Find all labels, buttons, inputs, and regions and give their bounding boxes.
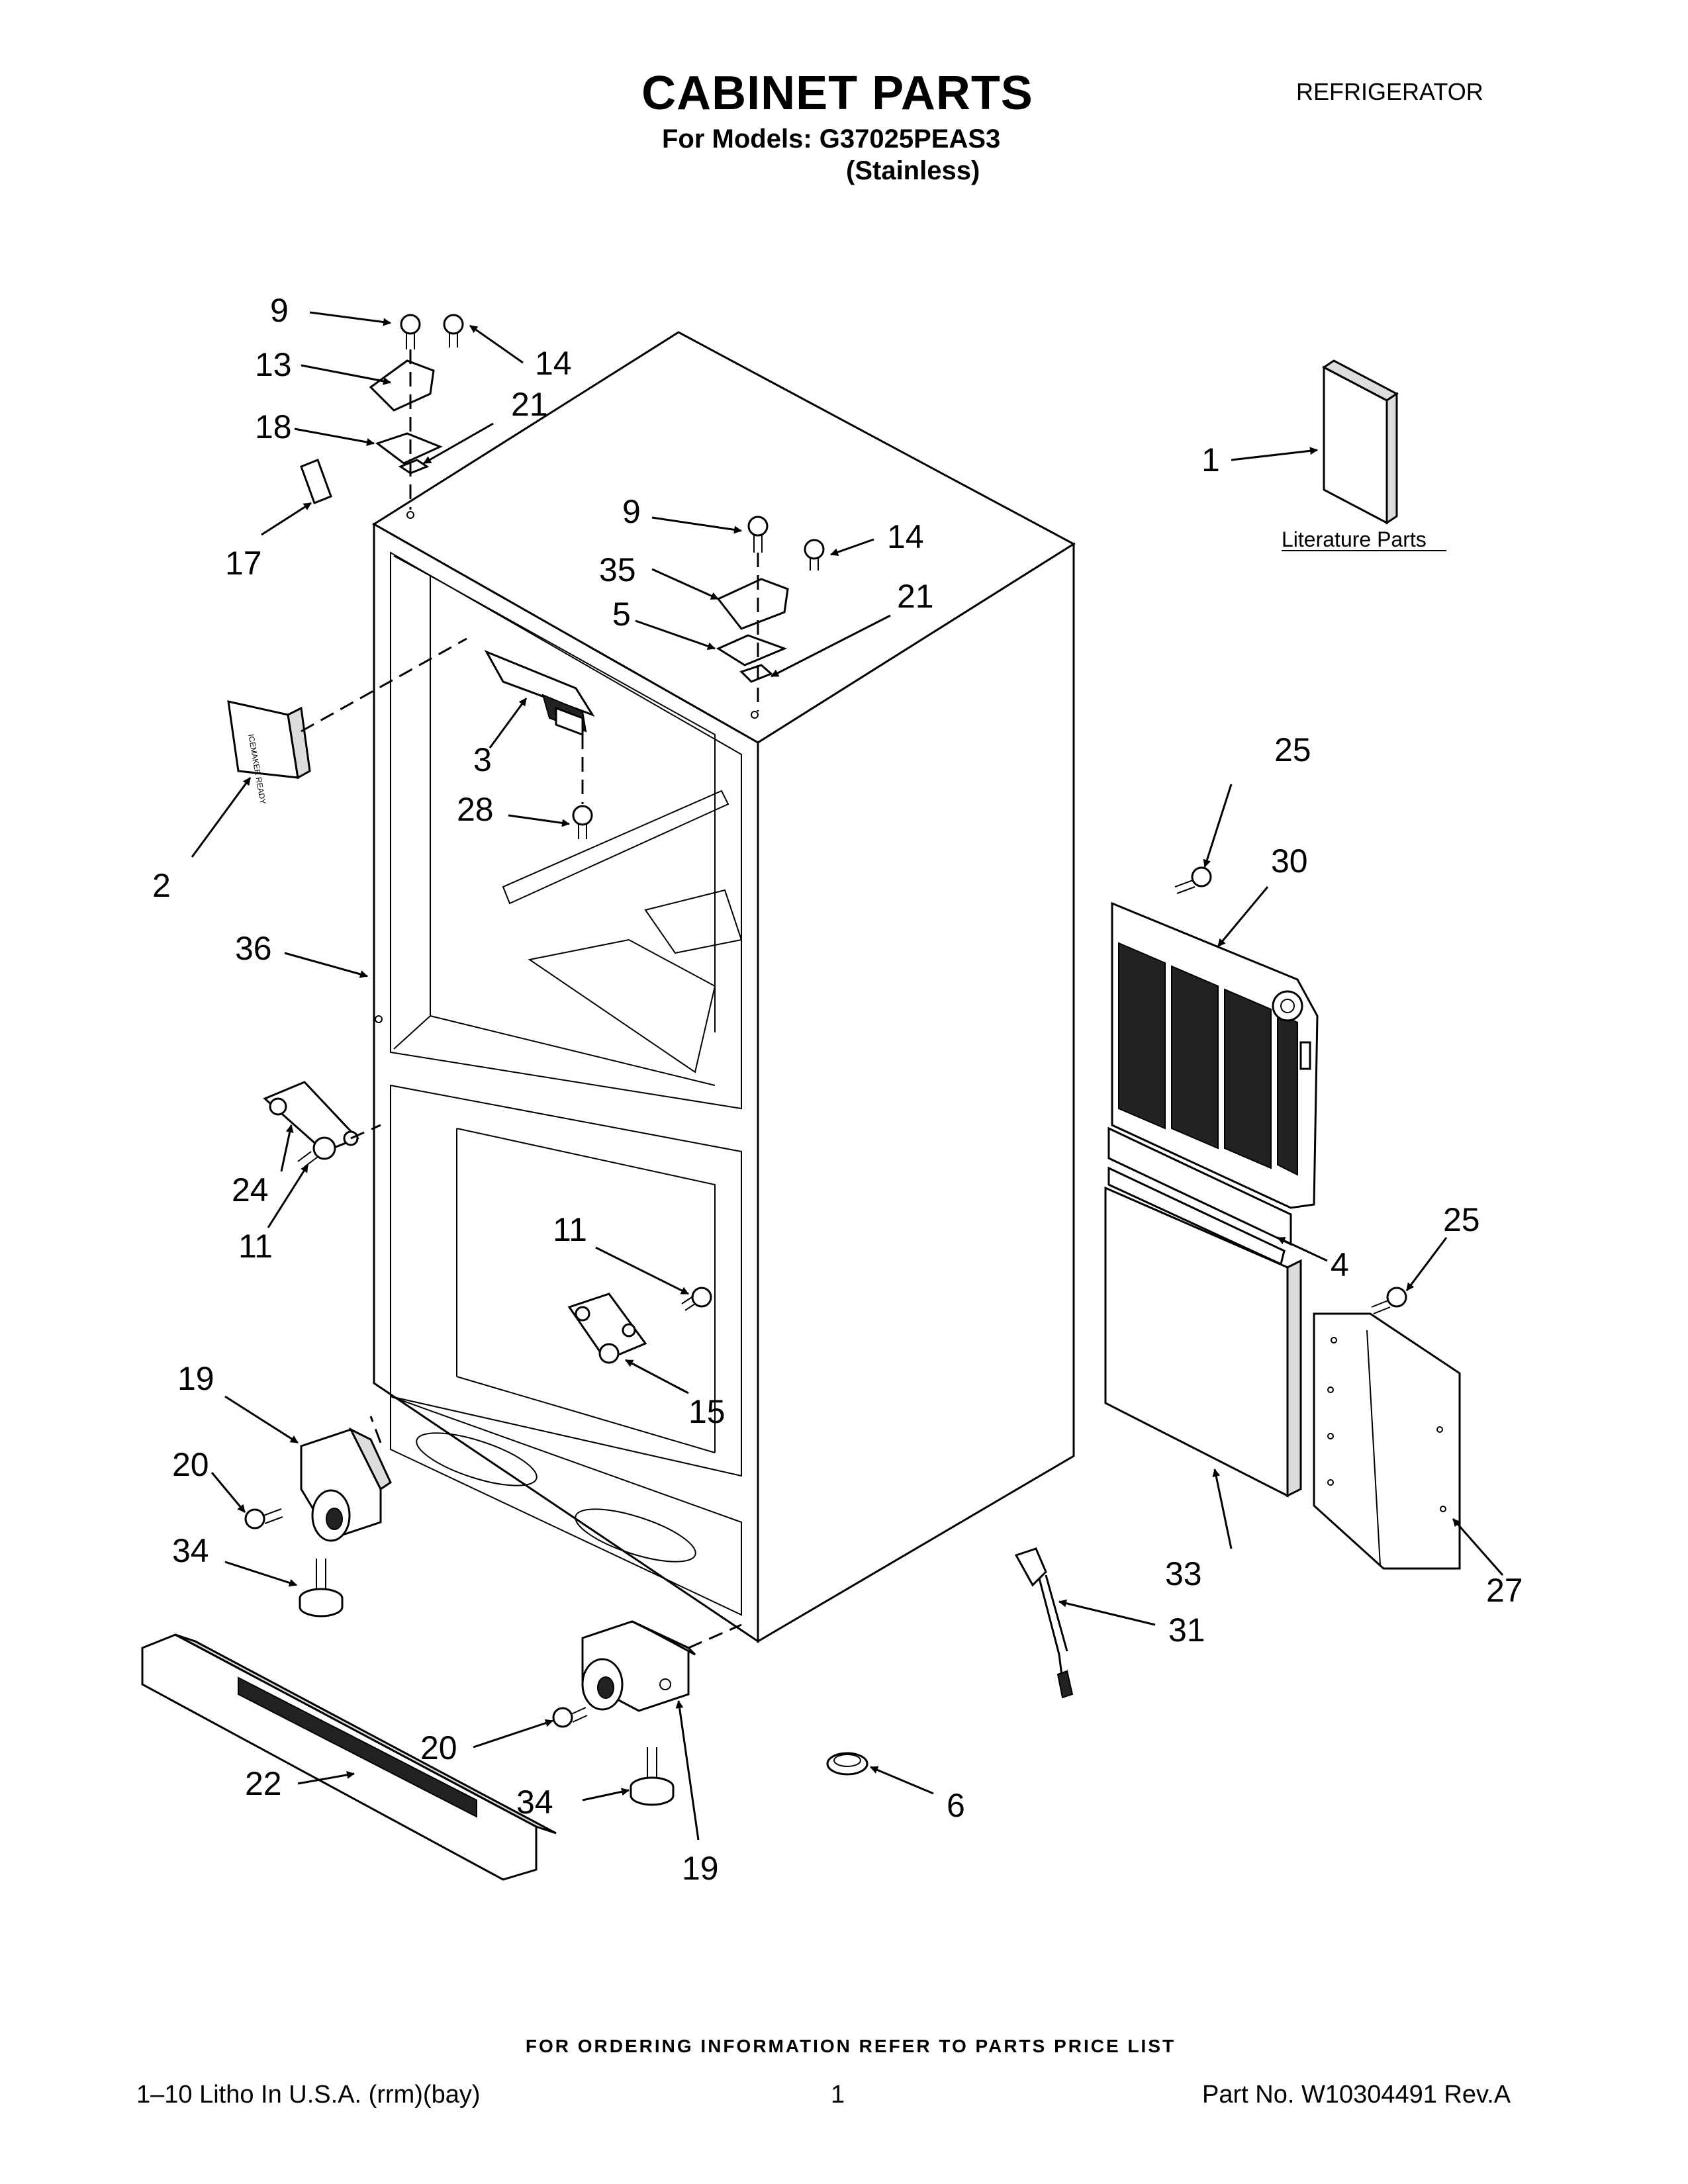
freezer-hinge-15 bbox=[567, 1293, 647, 1364]
finish-line: (Stainless) bbox=[846, 156, 980, 185]
callout-21: 21 bbox=[897, 578, 934, 615]
callout-25: 25 bbox=[1274, 731, 1311, 768]
page-number: 1 bbox=[831, 2081, 845, 2109]
callout-15: 15 bbox=[688, 1393, 726, 1430]
callout-9: 9 bbox=[270, 292, 289, 329]
base-grille-22 bbox=[141, 1633, 557, 1881]
ordering-note: FOR ORDERING INFORMATION REFER TO PARTS … bbox=[525, 2036, 1176, 2056]
leader-lines bbox=[191, 311, 1504, 1841]
panel-27 bbox=[1313, 1312, 1461, 1570]
screw-20-left bbox=[244, 1508, 283, 1529]
callout-28: 28 bbox=[457, 791, 494, 828]
rear-access-cover-30 bbox=[1111, 901, 1319, 1209]
callout-34: 34 bbox=[516, 1784, 553, 1821]
callout-19: 19 bbox=[177, 1360, 214, 1397]
right-roller-19 bbox=[581, 1620, 696, 1712]
category-label: REFRIGERATOR bbox=[1296, 78, 1483, 105]
callout-24: 24 bbox=[232, 1171, 269, 1208]
literature-caption: Literature Parts bbox=[1282, 527, 1427, 551]
callout-13: 13 bbox=[255, 346, 292, 383]
screw-25-top bbox=[1174, 866, 1212, 894]
left-roller-19 bbox=[300, 1427, 392, 1542]
callout-14: 14 bbox=[887, 518, 924, 555]
leveling-leg-right bbox=[630, 1747, 675, 1806]
callout-9: 9 bbox=[622, 493, 641, 530]
screw-28 bbox=[572, 805, 593, 839]
callout-11: 11 bbox=[553, 1211, 587, 1248]
callout-34: 34 bbox=[172, 1532, 209, 1569]
wire-harness-31 bbox=[1014, 1547, 1074, 1699]
callout-36: 36 bbox=[235, 930, 272, 967]
callout-20: 20 bbox=[172, 1446, 209, 1483]
literature-booklet bbox=[1322, 359, 1399, 525]
callout-4: 4 bbox=[1331, 1246, 1349, 1283]
mid-hinge-24 bbox=[263, 1081, 359, 1167]
litho-line: 1–10 Litho In U.S.A. (rrm)(bay) bbox=[136, 2081, 481, 2109]
callout-19: 19 bbox=[682, 1850, 719, 1887]
callout-20: 20 bbox=[420, 1729, 457, 1766]
grommet-6 bbox=[826, 1752, 868, 1776]
callout-33: 33 bbox=[1165, 1555, 1202, 1592]
callout-21: 21 bbox=[511, 386, 548, 423]
callout-5: 5 bbox=[612, 596, 631, 633]
callout-27: 27 bbox=[1486, 1572, 1523, 1609]
callout-labels: 9 13 14 18 21 17 1 9 14 35 21 5 3 28 25 … bbox=[152, 292, 1523, 1887]
callout-11: 11 bbox=[238, 1228, 273, 1265]
page-title: CABINET PARTS bbox=[641, 67, 1033, 120]
icemaker-ready-panel: ICEMAKER READY bbox=[227, 700, 311, 805]
callout-6: 6 bbox=[947, 1787, 965, 1824]
callout-30: 30 bbox=[1271, 842, 1308, 880]
callout-14: 14 bbox=[535, 345, 572, 382]
callout-17: 17 bbox=[225, 545, 262, 582]
insulation-33 bbox=[1104, 1186, 1302, 1498]
callout-3: 3 bbox=[473, 741, 492, 778]
leveling-leg-left bbox=[299, 1559, 344, 1617]
models-line: For Models: G37025PEAS3 bbox=[662, 124, 1001, 154]
callout-18: 18 bbox=[255, 408, 292, 445]
callout-35: 35 bbox=[599, 551, 636, 588]
part-number: Part No. W10304491 Rev.A bbox=[1202, 2081, 1511, 2109]
callout-1: 1 bbox=[1201, 441, 1220, 478]
callout-25: 25 bbox=[1443, 1201, 1480, 1238]
callout-22: 22 bbox=[245, 1765, 282, 1802]
cabinet-shell bbox=[372, 331, 1076, 1643]
left-top-hinge bbox=[300, 314, 464, 504]
screw-20-right bbox=[552, 1707, 588, 1728]
screw-25-bottom bbox=[1371, 1287, 1407, 1314]
screw-11-freezer bbox=[681, 1287, 712, 1311]
callout-2: 2 bbox=[152, 867, 171, 904]
callout-31: 31 bbox=[1168, 1612, 1205, 1649]
